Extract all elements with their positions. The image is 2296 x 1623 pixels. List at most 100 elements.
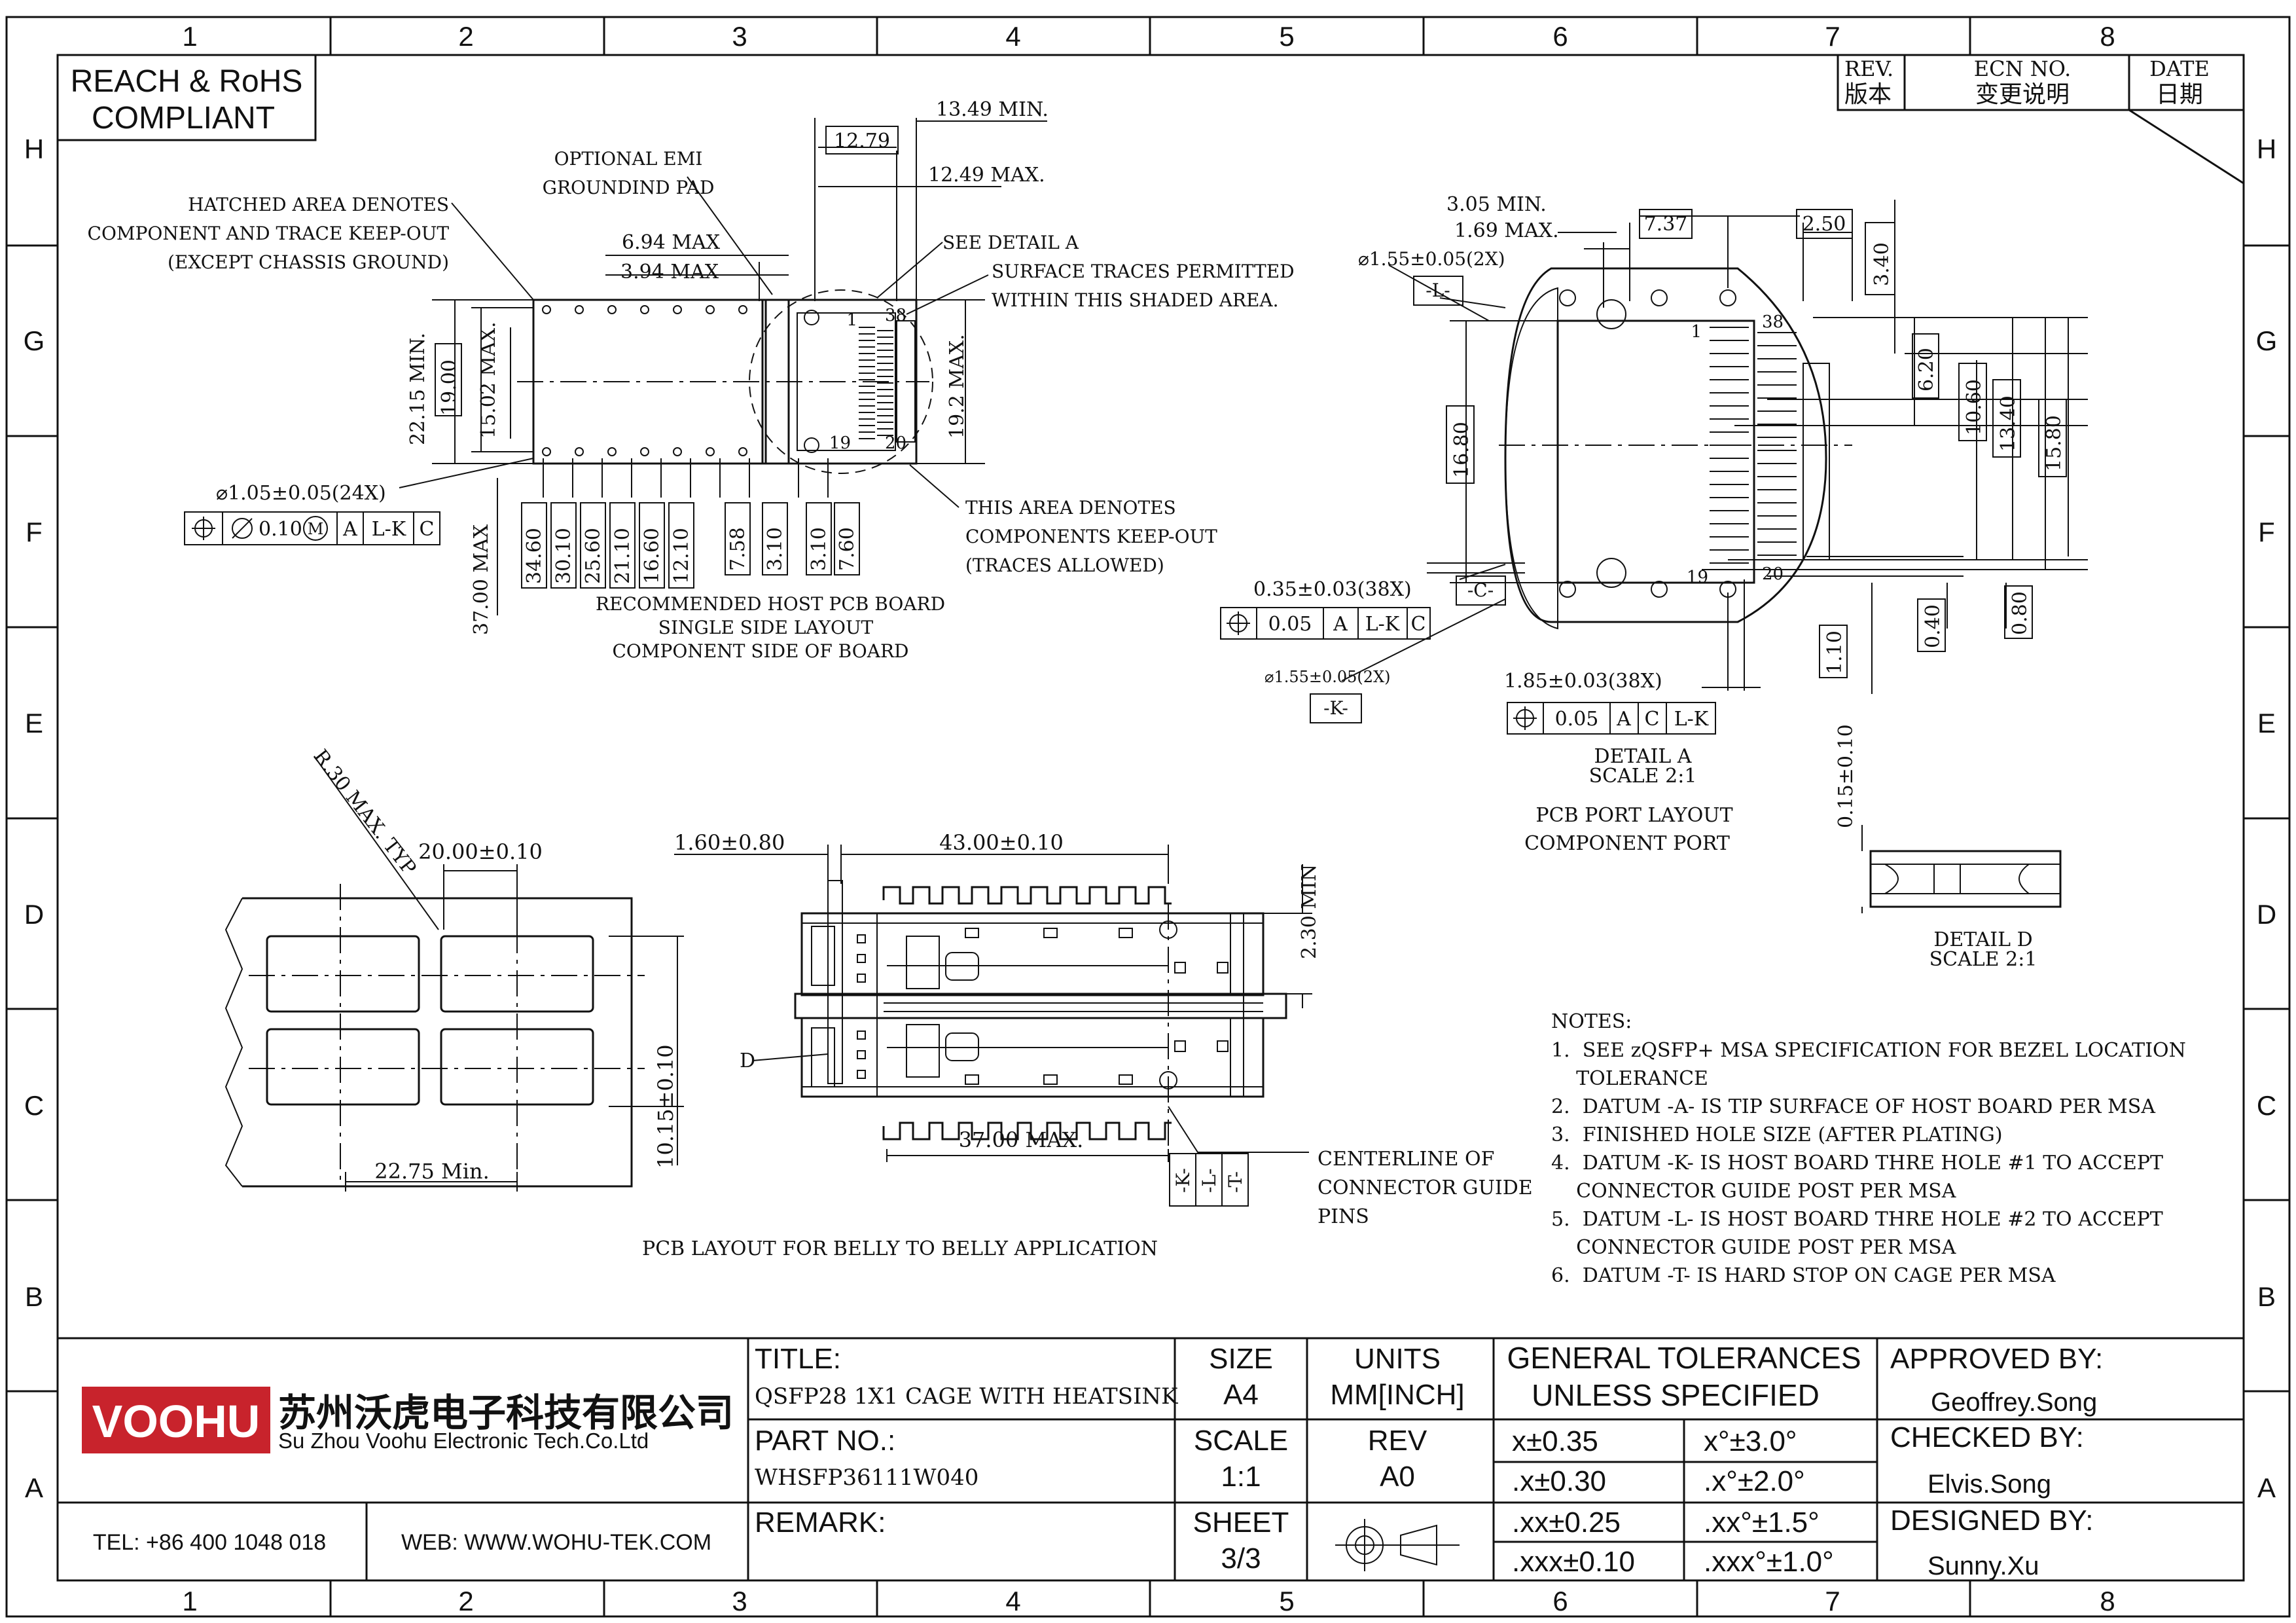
row-label: A	[2257, 1472, 2276, 1503]
col-label: 7	[1825, 1586, 1840, 1616]
dim-30-10: 30.10	[552, 528, 575, 584]
col-label: 6	[1552, 21, 1568, 52]
detail-d-dim: 0.15±0.10	[1835, 724, 1857, 828]
row-label: D	[2257, 899, 2276, 930]
title-value: QSFP28 1X1 CAGE WITH HEATSINK	[755, 1383, 1178, 1410]
dim-2-50: 2.50	[1803, 213, 1846, 236]
note-surface-1: SURFACE TRACES PERMITTED	[992, 261, 1295, 282]
fcf-mod-circle	[303, 516, 328, 541]
part-label: PART NO.:	[755, 1425, 895, 1457]
title-block: VOOHU 苏州沃虎电子科技有限公司 Su Zhou Voohu Electro…	[58, 1337, 2244, 1580]
dim-3-40: 3.40	[1871, 242, 1893, 286]
note-line: 1. SEE zQSFP+ MSA SPECIFICATION FOR BEZE…	[1551, 1039, 2186, 1062]
col-label: 6	[1552, 1586, 1568, 1616]
scale-label: SCALE	[1194, 1425, 1288, 1457]
dim-15-80: 15.80	[2043, 415, 2066, 471]
dim-19-00: 19.00	[438, 359, 461, 416]
detail-pin-19: 19	[1687, 568, 1708, 587]
unless-specified: UNLESS SPECIFIED	[1532, 1378, 1820, 1412]
notes-title: NOTES:	[1551, 1010, 1632, 1033]
tol-dx-deg: .x°±2.0°	[1704, 1465, 1805, 1497]
hole-l-callout: ⌀1.55±0.05(2X)	[1358, 248, 1505, 270]
pad-pitch-callout: 1.85±0.03(38X)	[1504, 670, 1662, 693]
dim-10-15: 10.15±0.10	[653, 1044, 678, 1169]
tol-dxx-deg: .xx°±1.5°	[1704, 1506, 1820, 1539]
approved-value: Geoffrey.Song	[1931, 1388, 2097, 1417]
detail-d-title: DETAIL D	[1933, 928, 2032, 951]
detail-pin-1: 1	[1691, 322, 1702, 342]
row-label: D	[24, 899, 44, 930]
note-surface-2: WITHIN THIS SHADED AREA.	[992, 289, 1279, 311]
note-emi-2: GROUNDIND PAD	[543, 177, 715, 198]
sheet-border: 1 2 3 4 5 6 7 8 1 2 3 4 5 6 7 8 H G F E …	[5, 16, 2291, 1618]
dim-0-40: 0.40	[1922, 604, 1945, 648]
detail-d-scale: SCALE 2:1	[1929, 948, 2037, 971]
detail-a-title: DETAIL A	[1594, 745, 1692, 768]
fcf-position	[184, 511, 440, 545]
compliance-box: REACH & RoHS COMPLIANT	[56, 54, 317, 141]
column-labels-bottom: 1 2 3 4 5 6 7 8	[182, 1586, 2115, 1616]
col-label: 8	[2100, 1586, 2115, 1616]
fcf2-tol: 0.05	[1555, 708, 1599, 731]
datum-k: -K-	[1323, 697, 1348, 719]
note-line: 5. DATUM -L- IS HOST BOARD THRE HOLE #2 …	[1551, 1208, 2163, 1231]
note-line: 3. FINISHED HOLE SIZE (AFTER PLATING)	[1551, 1123, 2003, 1146]
note-hatched-3: (EXCEPT CHASSIS GROUND)	[168, 251, 449, 273]
fcf-datum-lk: L-K	[372, 518, 406, 541]
dim-3-10-a: 3.10	[764, 527, 787, 571]
sheet-value: 3/3	[1221, 1542, 1261, 1575]
detail-a-view: 3.05 MIN. 1.69 MAX. 7.37 2.50 3.40 6.20 …	[1220, 193, 2088, 855]
dim-25-60: 25.60	[582, 528, 605, 584]
dim-16-80: 16.80	[1450, 422, 1473, 478]
pin-label-19: 19	[829, 433, 851, 453]
col-label: 4	[1005, 1586, 1020, 1616]
rev-header-cn: 版本	[1844, 81, 1892, 108]
dim-19-2: 19.2 MAX.	[946, 334, 969, 439]
ecn-header-cn: 变更说明	[1975, 81, 2070, 108]
dim-1-60: 1.60±0.80	[674, 830, 785, 855]
fcf-detail-1	[1220, 607, 1431, 640]
centerline-1: CENTERLINE OF	[1318, 1148, 1494, 1171]
pin-label-20: 20	[885, 433, 906, 453]
dim-6-20: 6.20	[1915, 348, 1938, 392]
dim-7-37: 7.37	[1644, 213, 1688, 236]
zone-ticks	[7, 17, 2289, 1616]
datum-t-box: -T-	[1225, 1171, 1246, 1193]
rev-label: REV	[1368, 1425, 1427, 1457]
tol-x-deg: x°±3.0°	[1704, 1425, 1797, 1457]
column-labels-top: 1 2 3 4 5 6 7 8	[182, 21, 2115, 52]
host-pcb-layout-view: 13.49 MIN. 12.79 12.49 MAX. 6.94 MAX 3.9…	[88, 98, 1295, 662]
size-label: SIZE	[1209, 1343, 1273, 1375]
detail-a-caption-2: COMPONENT PORT	[1524, 832, 1730, 855]
row-label: G	[2256, 325, 2278, 356]
col-label: 8	[2100, 21, 2115, 52]
title-label: TITLE:	[755, 1343, 841, 1375]
tol-dxx: .xx±0.25	[1512, 1506, 1621, 1539]
detail-pin-38: 38	[1762, 312, 1784, 332]
tol-dxxx: .xxx±0.10	[1512, 1546, 1635, 1578]
col-label: 3	[732, 21, 747, 52]
centerline-3: PINS	[1318, 1205, 1369, 1228]
row-label: F	[2258, 517, 2275, 547]
row-label: F	[26, 517, 43, 547]
datum-boxes-ktl	[1169, 1153, 1249, 1207]
note-line: CONNECTOR GUIDE POST PER MSA	[1551, 1180, 1956, 1203]
general-tolerances: GENERAL TOLERANCES	[1507, 1341, 1861, 1375]
pin-label-1: 1	[846, 310, 857, 330]
designed-label: DESIGNED BY:	[1890, 1504, 2094, 1537]
company-en: Su Zhou Voohu Electronic Tech.Co.Ltd	[278, 1429, 649, 1453]
hole-callout: ⌀1.05±0.05(24X)	[216, 482, 386, 505]
tol-dxxx-deg: .xxx°±1.0°	[1704, 1546, 1834, 1578]
dim-13-49: 13.49 MIN.	[936, 98, 1049, 121]
col-label: 4	[1005, 21, 1020, 52]
pad-rows	[859, 327, 893, 439]
dim-13-40: 13.40	[1997, 395, 2020, 452]
dim-15-02: 15.02 MAX.	[477, 321, 500, 439]
designed-value: Sunny.Xu	[1928, 1552, 2039, 1580]
note-line: CONNECTOR GUIDE POST PER MSA	[1551, 1236, 1956, 1259]
row-label: G	[24, 325, 45, 356]
fcf2-c: C	[1645, 708, 1660, 731]
fcf-datum-a: A	[342, 518, 357, 541]
col-label: 7	[1825, 21, 1840, 52]
